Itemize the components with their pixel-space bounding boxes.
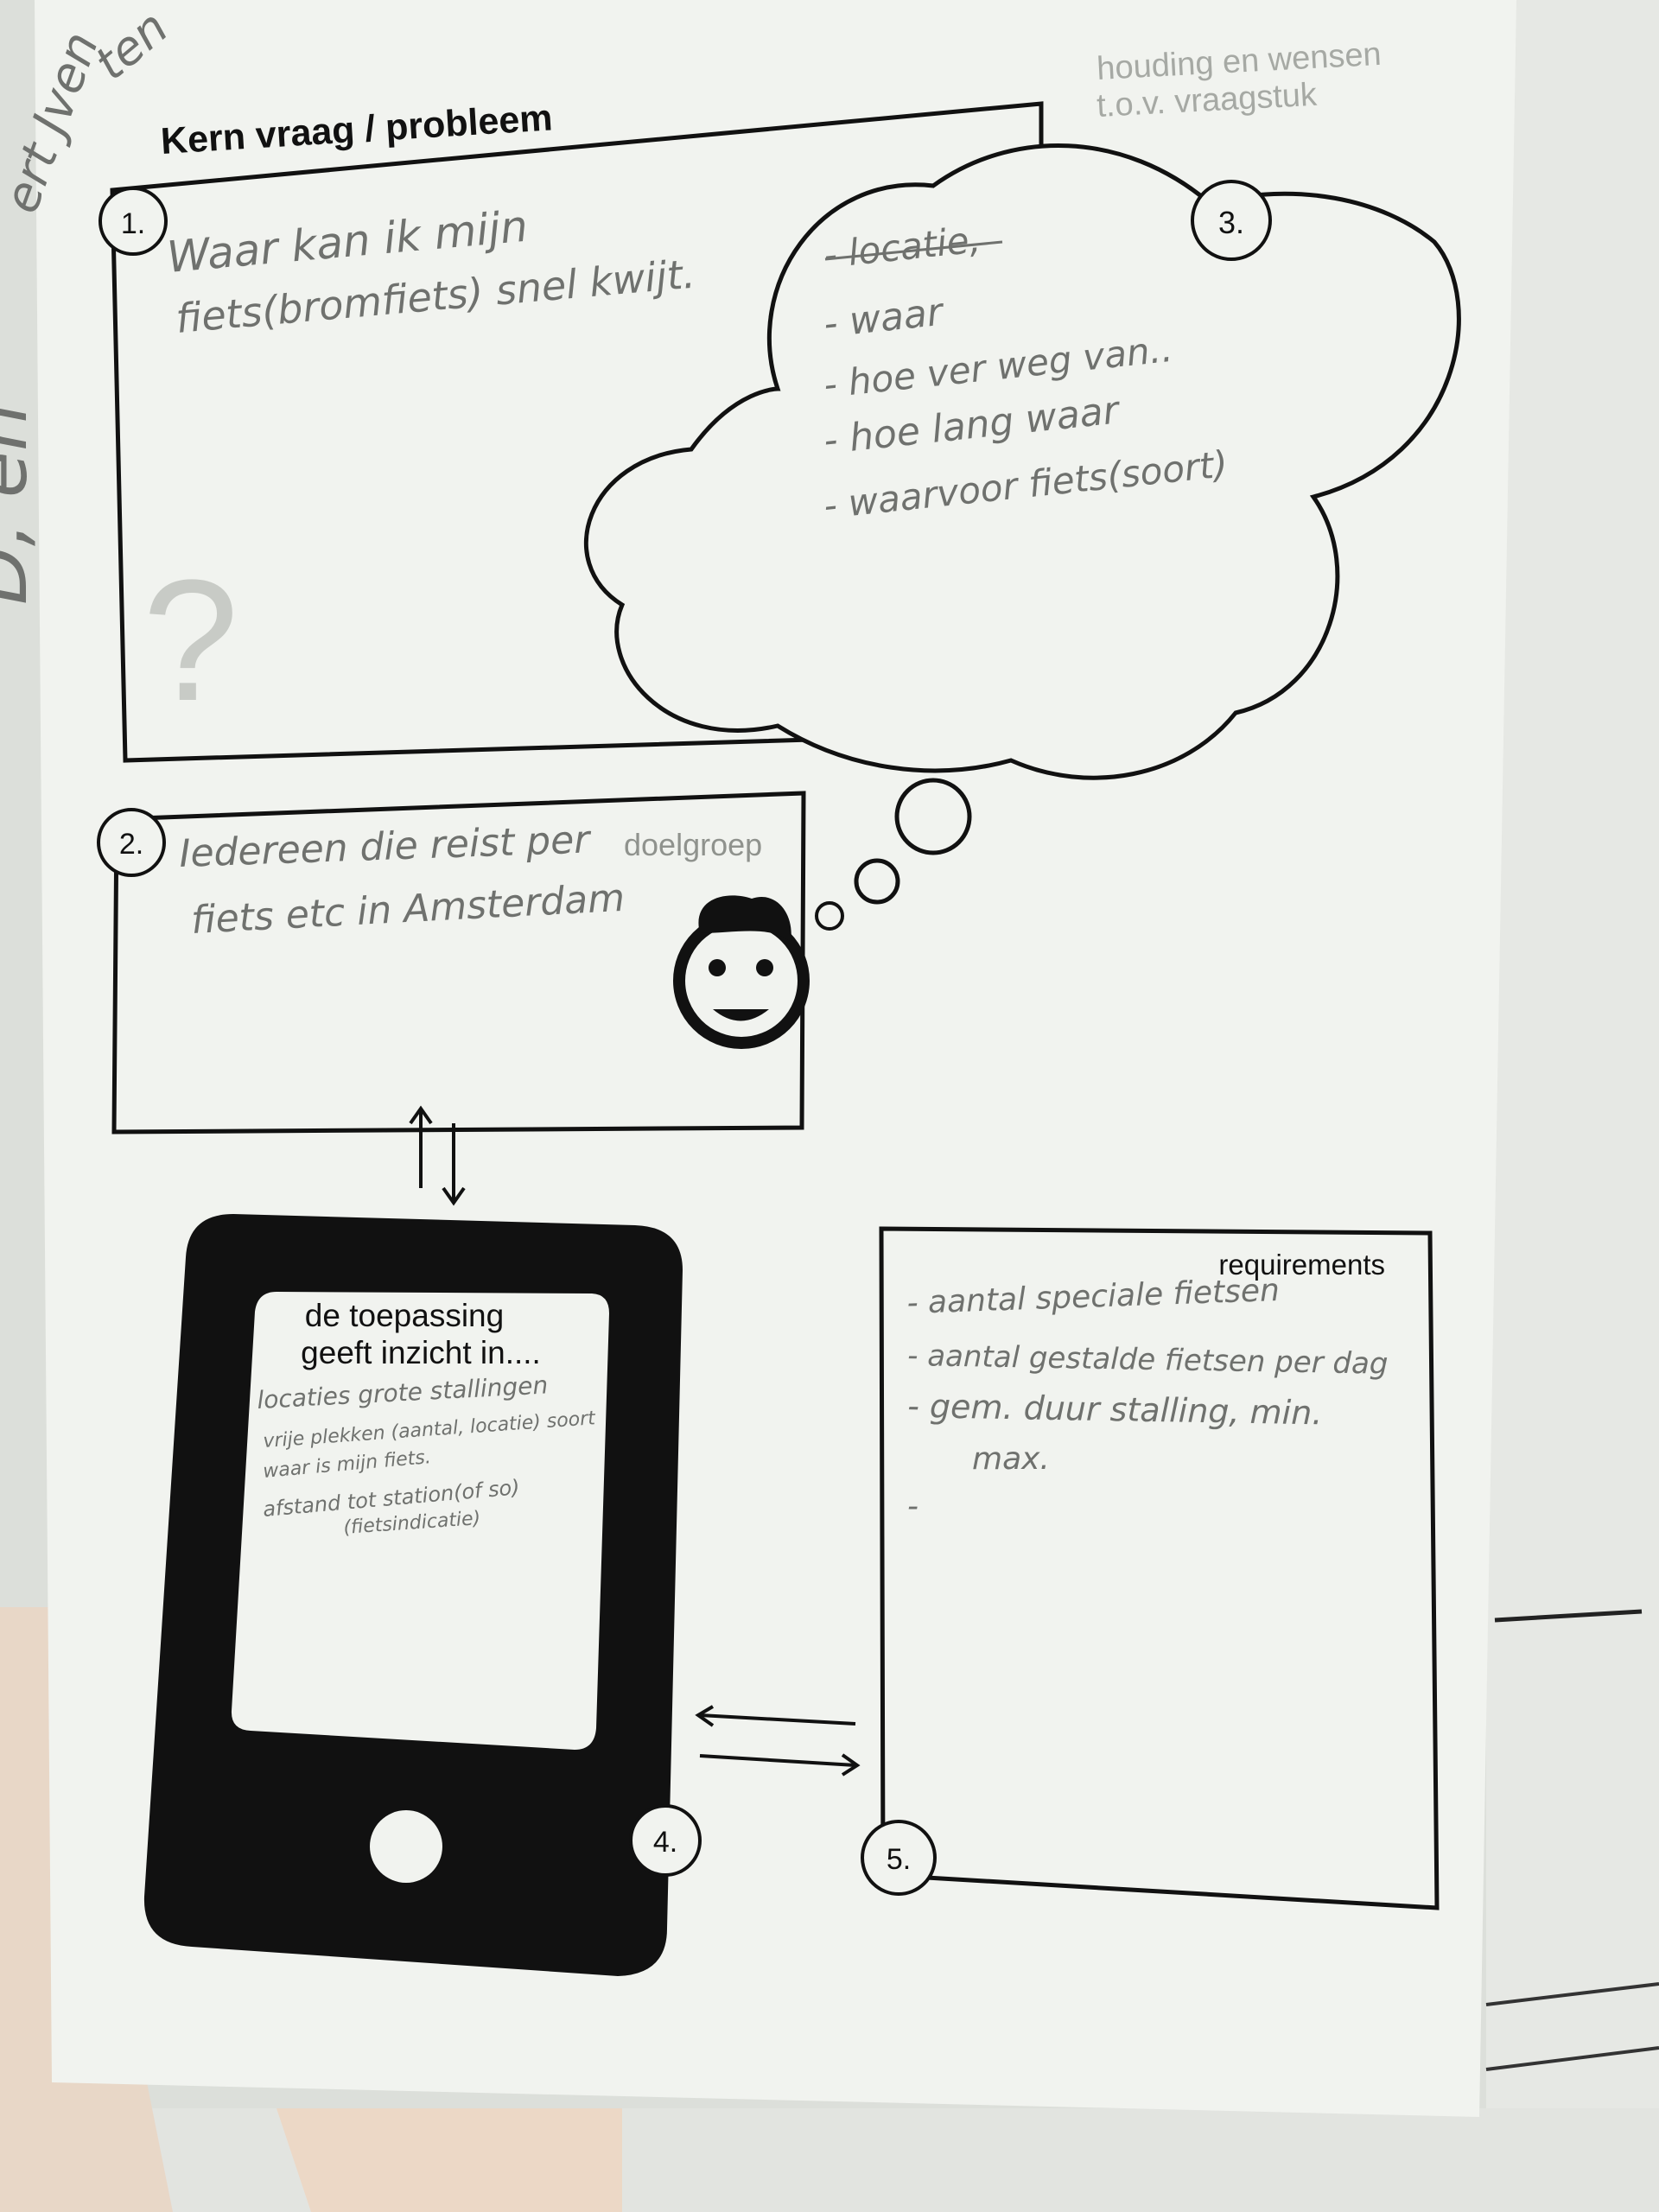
step-number-badge — [629, 1804, 702, 1877]
step-number: 4. — [653, 1826, 677, 1859]
bidirectional-arrow-icon — [409, 1105, 466, 1206]
margin-scribble: D, en — [0, 403, 44, 605]
step-number: 2. — [119, 828, 143, 861]
adjacent-line — [1485, 2046, 1659, 2071]
step-number: 3. — [1218, 205, 1244, 240]
thought-bubble — [894, 778, 972, 855]
step-number-badge — [861, 1820, 937, 1896]
target-group-box — [111, 791, 806, 1135]
requirement-item: - aantal gestalde fietsen per dag — [907, 1338, 1389, 1382]
requirement-item: - gem. duur stalling, min. — [907, 1387, 1323, 1432]
phone-home-button — [370, 1810, 442, 1883]
step-number: 5. — [887, 1843, 911, 1876]
question-mark-icon: ? — [143, 544, 238, 737]
step-number-badge — [1191, 180, 1272, 261]
bidirectional-arrow-icon — [695, 1705, 861, 1777]
thought-bubble — [854, 858, 900, 905]
step-number: 1. — [121, 207, 145, 240]
target-group-label: doelgroep — [624, 827, 762, 862]
phone-screen — [231, 1292, 609, 1750]
adjacent-sheet — [1486, 0, 1659, 2212]
thought-bubble — [815, 901, 844, 931]
adjacent-line — [1485, 1982, 1659, 2006]
requirement-item: max. — [972, 1441, 1050, 1477]
app-heading: de toepassing — [305, 1298, 504, 1333]
person-face-icon — [673, 895, 810, 1049]
requirements-title: requirements — [1218, 1249, 1385, 1281]
requirement-item: - — [907, 1489, 918, 1524]
adjacent-line — [1494, 1609, 1643, 1623]
requirements-box — [879, 1226, 1440, 1910]
bottom-surface — [0, 2108, 1659, 2212]
step-number-badge — [97, 808, 166, 877]
app-heading: geeft inzicht in.... — [301, 1335, 541, 1370]
step-number-badge — [99, 187, 168, 256]
strikethrough — [824, 240, 1003, 261]
hand-patch — [276, 2108, 622, 2212]
